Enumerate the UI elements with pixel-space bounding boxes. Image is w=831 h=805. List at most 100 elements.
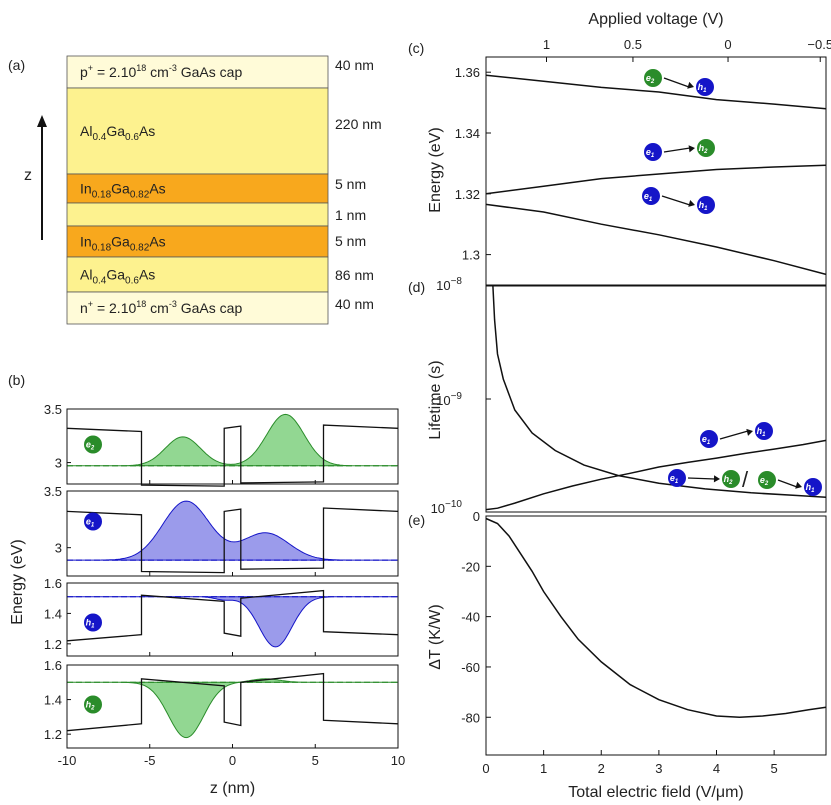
state-badge-e2-index: 2: [90, 446, 95, 452]
trans-d-e1h1-to-letter: h: [757, 426, 763, 436]
trans-e1h2-to-index: 2: [703, 149, 708, 155]
trans-d-e1h2-arrow-head: [713, 475, 720, 483]
element-3: As: [149, 181, 165, 197]
element-1: In: [80, 181, 92, 197]
ytick-label: 3.5: [44, 484, 62, 499]
top-tick-label: 0: [724, 37, 731, 52]
trans-e1h1-to-label: h1: [699, 200, 709, 212]
trans-e2h1-to-letter: h: [698, 82, 704, 92]
ytick-exp: −9: [451, 391, 463, 402]
fraction-1: 0.4: [92, 132, 106, 143]
series-d-0: [492, 285, 827, 499]
state-badge-e2-circle: [84, 435, 102, 454]
doping-sup: +: [88, 299, 93, 309]
ytick-exp: −10: [445, 499, 462, 510]
trans-e2h1-to-index: 1: [703, 88, 707, 94]
ytick-label: 1.6: [44, 658, 62, 673]
trans-d-e1h1-to-circle: [755, 422, 773, 440]
panel-label-c: (c): [408, 40, 424, 56]
series-c-1: [485, 164, 827, 195]
axes-box-c: [485, 56, 827, 286]
doping-type: n: [80, 300, 88, 316]
wavefunction-h1: [66, 596, 399, 648]
fraction-2: 0.82: [130, 243, 150, 254]
layer-text-4: In0.18Ga0.82As: [80, 234, 166, 254]
ytick-label-c: 1.36: [455, 65, 480, 80]
fraction-2: 0.82: [130, 190, 150, 201]
subplot-h1: 1.2 1.4 1.6 h1: [44, 576, 399, 657]
layer-text-0: p+ = 2.1018 cm-3 GaAs cap: [80, 63, 242, 80]
axes-box-e: [485, 515, 827, 756]
ytick-label: 1.2: [44, 637, 62, 652]
ytick-label: 1.4: [44, 606, 62, 621]
element-2: Ga: [111, 181, 130, 197]
series-c-0: [485, 74, 827, 110]
ytick-base: 10: [436, 393, 450, 408]
doping-type: p: [80, 64, 88, 80]
panel-b: (b)33.5e233.5e11.21.41.6h11.21.41.6h2-10…: [8, 372, 405, 797]
layer-6: [66, 291, 329, 325]
ytick-label: 3: [55, 541, 62, 556]
doping-material: GaAs cap: [177, 64, 243, 80]
state-badge-e1-label: e1: [86, 517, 95, 529]
axes-box-h2: [66, 664, 399, 749]
layer-thickness-2: 5 nm: [335, 176, 366, 192]
trans-e2h1-from-label: e2: [646, 73, 655, 85]
ytick-label-c: 1.34: [455, 126, 480, 141]
state-badge-h1-label: h1: [86, 618, 96, 630]
state-badge-e1-circle: [84, 512, 102, 531]
panel-label-a: (a): [8, 57, 25, 73]
trans-e1h1-to-circle: [697, 196, 715, 214]
fraction-1: 0.4: [92, 276, 106, 287]
trans-e2h1-from-index: 2: [650, 79, 655, 85]
state-badge-h1-index: 1: [91, 624, 95, 630]
wavefunction-h2: [66, 678, 399, 739]
element-3: As: [139, 123, 155, 139]
layer-0: [66, 55, 329, 89]
layer-thickness-1: 220 nm: [335, 116, 382, 132]
layer-2: [66, 173, 329, 204]
xtick-label-e: 4: [713, 761, 720, 776]
trans-e1h2-arrow-head: [688, 145, 695, 153]
xtick-label-b: -10: [58, 753, 77, 768]
fraction-1: 0.18: [92, 190, 112, 201]
doping-unit-exp: -3: [169, 63, 177, 73]
ytick-base: 10: [431, 501, 445, 516]
trans-e2h1-to-label: h1: [698, 82, 708, 94]
layer-thickness-4: 5 nm: [335, 233, 366, 249]
ytick-label-d: 10−8: [436, 276, 462, 293]
trans-d-e1h2-from-label: e1: [670, 473, 679, 485]
trans-d-e1h2-to-index: 2: [728, 480, 733, 486]
trans-d-e2h1-from-circle: [758, 471, 776, 489]
state-badge-h2-letter: h: [86, 700, 92, 710]
trans-e1h2-from-circle: [644, 143, 662, 161]
trans-d-e1h2-to-circle: [722, 470, 740, 488]
ylabel-d: Lifetime (s): [427, 360, 444, 439]
doping-value: = 2.10: [93, 300, 136, 316]
doping-value: = 2.10: [93, 64, 136, 80]
axes-box-h1: [66, 582, 399, 657]
band-edge-e2: [66, 424, 399, 487]
trans-d-e1h2-from-letter: e: [670, 473, 675, 483]
element-2: Ga: [106, 267, 125, 283]
ytick-label: 1.6: [44, 576, 62, 591]
top-tick-label: −0.5: [807, 37, 831, 52]
trans-e1h2-from-letter: e: [646, 147, 651, 157]
panel-label-b: (b): [8, 372, 25, 388]
subplot-e2: 33.5e2: [44, 402, 399, 487]
series-c-2: [485, 203, 827, 276]
trans-d-e2h1-from-label: e2: [760, 475, 769, 487]
trans-e2h1-arrow-shaft: [663, 77, 690, 88]
band-edge-e1: [66, 507, 399, 574]
layer-3: [66, 202, 329, 227]
trans-d-e2h1-from-index: 2: [764, 481, 769, 487]
layer-thickness-5: 86 nm: [335, 267, 374, 283]
element-2: Ga: [106, 123, 125, 139]
state-badge-h2-label: h2: [86, 700, 96, 712]
ylabel-c: Energy (eV): [427, 127, 444, 212]
ytick-label: 3.5: [44, 402, 62, 417]
trans-d-e1h2-from-circle: [668, 469, 686, 487]
